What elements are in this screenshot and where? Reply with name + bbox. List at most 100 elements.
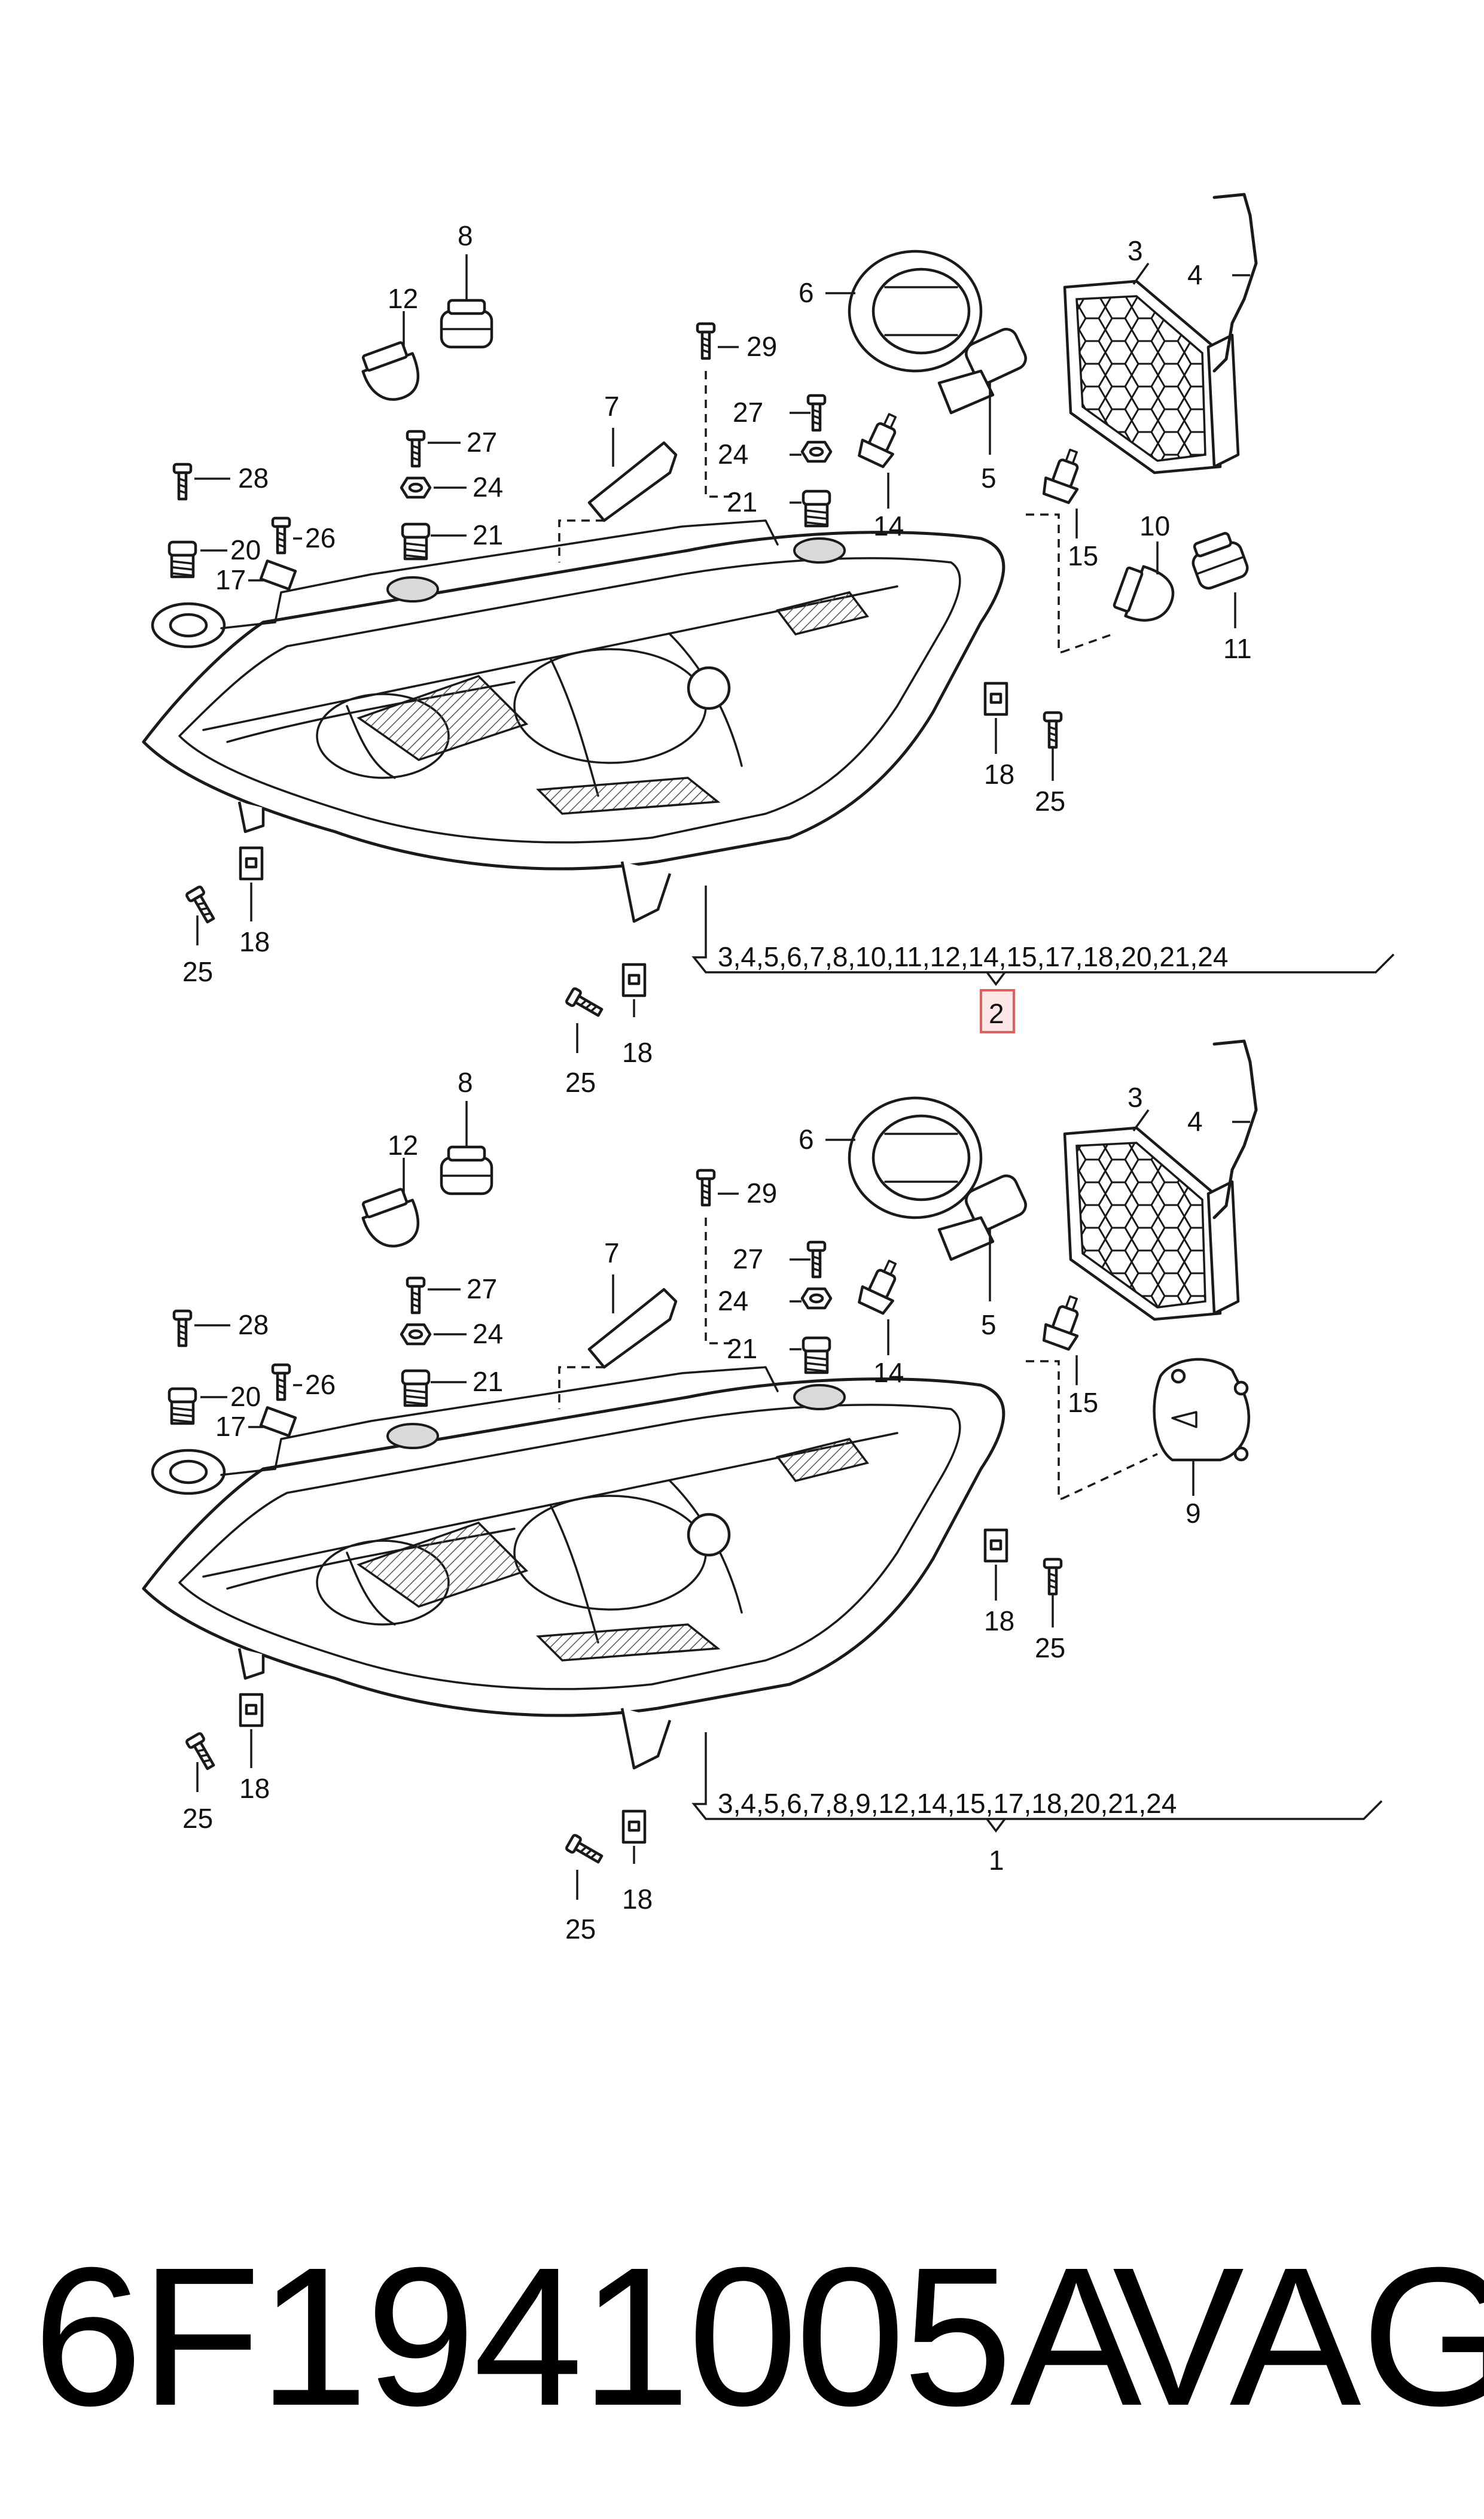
label-17: 17 bbox=[215, 564, 246, 595]
wire-bracket-4-bottom: 4 bbox=[1187, 1039, 1258, 1219]
label-25-right: 25 bbox=[1035, 786, 1065, 817]
part-number-caption: 6F1941005A bbox=[33, 2226, 1142, 2447]
bulb-5-bottom: 5 bbox=[937, 1174, 1027, 1340]
label-12-b: 12 bbox=[388, 1130, 418, 1161]
bulb-15-top: 15 bbox=[1026, 445, 1098, 653]
assembly-range-top: 3,4,5,6,7,8,10,11,12,14,15,17,18,20,21,2… bbox=[691, 886, 1395, 1033]
fasteners-left-cluster-top: 28 20 26 17 bbox=[169, 463, 336, 595]
label-17-b: 17 bbox=[215, 1411, 246, 1442]
assembly-number-2: 2 bbox=[989, 998, 1004, 1029]
clip-screw-center-bottom: 18 25 bbox=[565, 1811, 653, 1945]
assembly-number-1: 1 bbox=[989, 1845, 1004, 1876]
label-24-left-b: 24 bbox=[473, 1318, 503, 1349]
assembly-number-box bbox=[980, 989, 1015, 1033]
control-module-9-bottom: 9 bbox=[1061, 1358, 1250, 1529]
fasteners-column-left-bottom: 27 24 21 bbox=[401, 1273, 503, 1405]
label-25-center: 25 bbox=[565, 1067, 596, 1098]
clip-screw-right-bottom: 18 25 bbox=[984, 1530, 1065, 1663]
screw-29-top: 29 bbox=[697, 324, 777, 498]
label-21-left: 21 bbox=[473, 519, 503, 550]
label-24-right: 24 bbox=[718, 439, 748, 470]
range-text-bottom: 3,4,5,6,7,8,9,12,14,15,17,18,20,21,24 bbox=[718, 1788, 1177, 1819]
label-20-b: 20 bbox=[230, 1381, 261, 1412]
label-18-left: 18 bbox=[239, 926, 270, 957]
bulb-5-top: 5 bbox=[937, 327, 1027, 494]
label-14: 14 bbox=[873, 510, 904, 541]
label-6-b: 6 bbox=[799, 1124, 814, 1155]
label-12: 12 bbox=[388, 283, 418, 314]
label-3: 3 bbox=[1128, 235, 1143, 266]
label-8-b: 8 bbox=[458, 1067, 473, 1098]
bracket-7-bottom: 7 bbox=[558, 1237, 678, 1409]
label-4: 4 bbox=[1187, 259, 1203, 290]
label-18-right-b: 18 bbox=[984, 1605, 1014, 1636]
wire-bracket-4-top: 4 bbox=[1187, 193, 1258, 373]
clip-screw-center-top: 18 25 bbox=[565, 965, 653, 1098]
fasteners-column-right-top: 27 24 21 bbox=[718, 396, 831, 526]
label-26: 26 bbox=[305, 522, 336, 553]
label-21-left-b: 21 bbox=[473, 1366, 503, 1397]
label-27-left: 27 bbox=[467, 427, 497, 458]
label-8: 8 bbox=[458, 220, 473, 251]
label-29-b: 29 bbox=[746, 1178, 777, 1209]
clip-screw-left-top: 18 25 bbox=[182, 848, 270, 987]
label-20: 20 bbox=[230, 534, 261, 565]
bulb-15-bottom: 15 bbox=[1026, 1292, 1098, 1500]
label-18-right: 18 bbox=[984, 759, 1014, 790]
honeycomb-module-3-top: 3 bbox=[1063, 235, 1240, 474]
label-25-right-b: 25 bbox=[1035, 1632, 1065, 1663]
assembly-range-bottom: 3,4,5,6,7,8,9,12,14,15,17,18,20,21,24 1 bbox=[691, 1732, 1383, 1876]
cover-cap-6-top: 6 bbox=[799, 250, 983, 373]
label-7-b: 7 bbox=[604, 1237, 620, 1268]
label-9-b: 9 bbox=[1186, 1498, 1201, 1529]
socket-11-top: 11 bbox=[1187, 530, 1252, 664]
label-5: 5 bbox=[981, 463, 997, 494]
clip-screw-right-top: 18 25 bbox=[984, 683, 1065, 817]
bracket-7-top: 7 bbox=[558, 391, 678, 562]
label-21-right-b: 21 bbox=[727, 1333, 757, 1364]
socket-8-bottom: 8 bbox=[441, 1067, 492, 1194]
label-11: 11 bbox=[1223, 633, 1252, 664]
label-28-b: 28 bbox=[238, 1309, 269, 1340]
top-headlight-diagram: 6 5 3 4 8 bbox=[144, 193, 1395, 1098]
label-14-b: 14 bbox=[873, 1357, 904, 1388]
socket-8-top: 8 bbox=[441, 220, 492, 347]
label-18-left-b: 18 bbox=[239, 1773, 270, 1804]
label-7: 7 bbox=[604, 391, 620, 422]
cover-cap-6-bottom: 6 bbox=[799, 1096, 983, 1219]
label-18-center-b: 18 bbox=[622, 1884, 653, 1915]
label-25-center-b: 25 bbox=[565, 1913, 596, 1945]
screw-29-bottom: 29 bbox=[697, 1170, 777, 1344]
label-27-right: 27 bbox=[733, 397, 763, 428]
label-10: 10 bbox=[1139, 510, 1170, 541]
label-26-b: 26 bbox=[305, 1369, 336, 1400]
label-4-b: 4 bbox=[1187, 1106, 1203, 1137]
bulb-14-bottom: 14 bbox=[856, 1255, 907, 1388]
fasteners-column-right-bottom: 27 24 21 bbox=[718, 1242, 831, 1373]
label-25-left: 25 bbox=[182, 956, 213, 987]
label-18-center: 18 bbox=[622, 1037, 653, 1068]
range-text-top: 3,4,5,6,7,8,10,11,12,14,15,17,18,20,21,2… bbox=[718, 941, 1228, 972]
bulb-14-top: 14 bbox=[856, 409, 907, 541]
label-24-left: 24 bbox=[473, 471, 503, 503]
label-24-right-b: 24 bbox=[718, 1285, 748, 1316]
bulb-12-top: 12 bbox=[358, 283, 426, 407]
label-27-left-b: 27 bbox=[467, 1273, 497, 1304]
label-6: 6 bbox=[799, 277, 814, 308]
label-5-b: 5 bbox=[981, 1309, 997, 1340]
clip-screw-left-bottom: 18 25 bbox=[182, 1694, 270, 1834]
bulb-10-top: 10 bbox=[1061, 510, 1180, 653]
fasteners-left-cluster-bottom: 28 20 26 17 bbox=[169, 1309, 336, 1442]
honeycomb-module-3-bottom: 3 bbox=[1063, 1082, 1240, 1321]
fasteners-column-left-top: 27 24 21 bbox=[401, 427, 503, 559]
label-27-right-b: 27 bbox=[733, 1243, 763, 1274]
brand-caption: VAG bbox=[1113, 2226, 1484, 2447]
label-15: 15 bbox=[1068, 540, 1098, 571]
label-29: 29 bbox=[746, 331, 777, 362]
label-28: 28 bbox=[238, 463, 269, 494]
label-3-b: 3 bbox=[1128, 1082, 1143, 1113]
bottom-headlight-diagram: 6 5 3 4 8 12 bbox=[144, 1039, 1383, 1945]
label-15-b: 15 bbox=[1068, 1387, 1098, 1418]
